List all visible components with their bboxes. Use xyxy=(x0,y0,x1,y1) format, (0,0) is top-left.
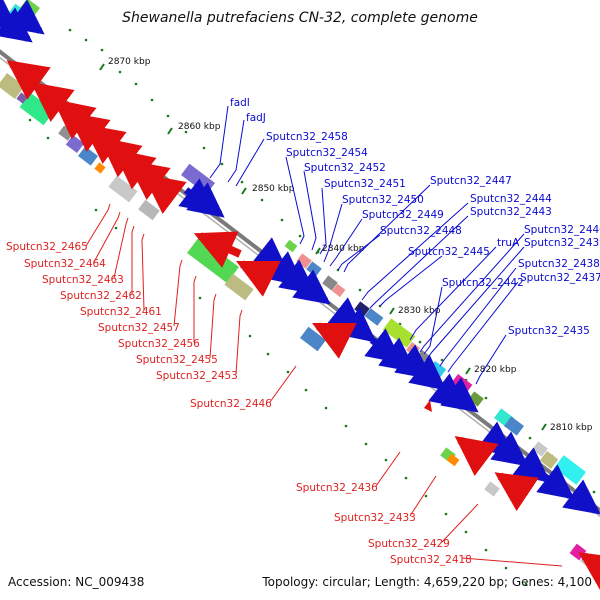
gene-label-2444[interactable]: Sputcn32_2444 xyxy=(470,193,552,205)
gene-label-2449[interactable]: Sputcn32_2449 xyxy=(362,209,444,221)
gene-label-2438[interactable]: Sputcn32_2438 xyxy=(518,258,600,270)
gene-label-2457[interactable]: Sputcn32_2457 xyxy=(98,322,180,334)
reverse-label-group: Sputcn32_2465 Sputcn32_2464 Sputcn32_246… xyxy=(6,241,472,566)
tick-2870: 2870 kbp xyxy=(99,57,151,71)
reverse-gene-arrows xyxy=(6,60,600,592)
svg-text:2840 kbp: 2840 kbp xyxy=(322,244,365,254)
gene-label-2456[interactable]: Sputcn32_2456 xyxy=(118,338,200,350)
tick-2860: 2860 kbp xyxy=(167,122,221,135)
gene-label-2461[interactable]: Sputcn32_2461 xyxy=(80,306,162,318)
tick-2810: 2810 kbp xyxy=(541,423,593,433)
svg-text:2830 kbp: 2830 kbp xyxy=(398,306,441,316)
gene-label-2442[interactable]: Sputcn32_2442 xyxy=(442,277,524,289)
gene-label-2448[interactable]: Sputcn32_2448 xyxy=(380,225,462,237)
gene-label-2435[interactable]: Sputcn32_2435 xyxy=(508,325,590,337)
gene-label-2451[interactable]: Sputcn32_2451 xyxy=(324,178,406,190)
reverse-leaders xyxy=(85,203,563,567)
gene-label-2464[interactable]: Sputcn32_2464 xyxy=(24,258,106,270)
svg-text:2810 kbp: 2810 kbp xyxy=(550,423,593,433)
tick-2840: 2840 kbp xyxy=(315,244,365,255)
gene-label-2463[interactable]: Sputcn32_2463 xyxy=(42,274,124,286)
gene-label-2454[interactable]: Sputcn32_2454 xyxy=(286,147,368,159)
gene-label-2443[interactable]: Sputcn32_2443 xyxy=(470,206,552,218)
map-title: Shewanella putrefaciens CN-32, complete … xyxy=(122,10,478,26)
gene-label-2436[interactable]: Sputcn32_2436 xyxy=(296,482,378,494)
gene-label-truA[interactable]: truA xyxy=(497,237,520,249)
svg-text:2870 kbp: 2870 kbp xyxy=(108,57,151,67)
gene-label-2455[interactable]: Sputcn32_2455 xyxy=(136,354,218,366)
gene-label-2445[interactable]: Sputcn32_2445 xyxy=(408,246,490,258)
gene-label-2450[interactable]: Sputcn32_2450 xyxy=(342,194,424,206)
gene-label-2439[interactable]: Sputcn32_2439 xyxy=(524,237,600,249)
gene-label-2458[interactable]: Sputcn32_2458 xyxy=(266,131,348,143)
gene-label-2429[interactable]: Sputcn32_2429 xyxy=(368,538,450,550)
gene-label-2447[interactable]: Sputcn32_2447 xyxy=(430,175,512,187)
topology-text: Topology: circular; Length: 4,659,220 bp… xyxy=(261,575,592,589)
svg-text:2860 kbp: 2860 kbp xyxy=(178,122,221,132)
svg-text:2850 kbp: 2850 kbp xyxy=(252,184,295,194)
gene-label-2446[interactable]: Sputcn32_2446 xyxy=(190,398,272,410)
tick-2850: 2850 kbp xyxy=(241,184,295,195)
accession-text: Accession: NC_009438 xyxy=(8,575,144,589)
gene-label-2433[interactable]: Sputcn32_2433 xyxy=(334,512,416,524)
gene-label-fadI[interactable]: fadI xyxy=(230,97,250,109)
scale-ticks: 2870 kbp 2860 kbp 2850 kbp 2840 kbp 2830… xyxy=(99,57,593,433)
gene-label-2453[interactable]: Sputcn32_2453 xyxy=(156,370,238,382)
gene-label-2437[interactable]: Sputcn32_2437 xyxy=(520,272,600,284)
gene-label-2418[interactable]: Sputcn32_2418 xyxy=(390,554,472,566)
svg-text:2820 kbp: 2820 kbp xyxy=(474,365,517,375)
gene-label-fadJ[interactable]: fadJ xyxy=(246,112,266,124)
gene-label-2465[interactable]: Sputcn32_2465 xyxy=(6,241,88,253)
gene-label-2440[interactable]: Sputcn32_2440 xyxy=(524,224,600,236)
gene-label-2462[interactable]: Sputcn32_2462 xyxy=(60,290,142,302)
forward-label-group: fadI fadJ Sputcn32_2458 Sputcn32_2454 Sp… xyxy=(230,97,600,337)
gene-label-2452[interactable]: Sputcn32_2452 xyxy=(304,162,386,174)
tick-2820: 2820 kbp xyxy=(465,365,517,375)
small-marker xyxy=(424,400,432,412)
tick-2830: 2830 kbp xyxy=(389,306,441,316)
forward-leaders xyxy=(209,105,525,385)
